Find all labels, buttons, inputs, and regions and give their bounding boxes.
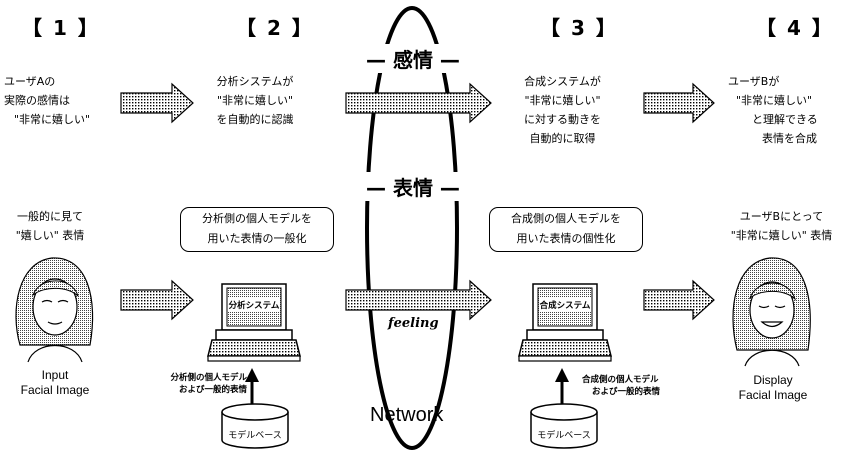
model-base-right-label: モデルベース <box>537 431 591 441</box>
input-caption: Input Facial Image <box>20 368 90 397</box>
analysis-model-box: 分析側の個人モデルを 用いた表情の一般化 <box>180 207 334 252</box>
arrow-bottom-1 <box>120 279 194 321</box>
arrow-bottom-3 <box>643 279 715 321</box>
arrow-top-2 <box>345 82 492 124</box>
analysis-screen-label: 分析システム <box>228 301 280 311</box>
model-base-left-label: モデルベース <box>228 431 282 441</box>
arrow-bottom-2 <box>345 279 492 321</box>
col4-top-text: ユーザBが "非常に嬉しい" と理解できる 表情を合成 <box>728 75 818 145</box>
synthesis-db-side-text: 合成側の個人モデル および一般的表情 <box>582 375 661 397</box>
network-ellipse <box>365 6 459 450</box>
step-1-label: 【 1 】 <box>22 16 100 40</box>
db-arrow-left <box>245 368 259 404</box>
synthesis-model-box: 合成側の個人モデルを 用いた表情の個性化 <box>489 207 643 252</box>
display-caption: Display Facial Image <box>738 373 808 402</box>
model-base-db-right-icon <box>530 403 598 449</box>
analysis-computer-icon <box>207 283 301 362</box>
model-base-db-left-icon <box>221 403 289 449</box>
col4-mid-text: ユーザBにとって "非常に嬉しい" 表情 <box>730 210 833 242</box>
col1-top-text: ユーザAの 実際の感情は "非常に嬉しい" <box>4 75 91 126</box>
col1-mid-text: 一般的に見て "嬉しい" 表情 <box>15 210 85 242</box>
synthesis-computer-icon <box>518 283 612 362</box>
col2-top-text: 分析システムが "非常に嬉しい" を自動的に認識 <box>216 75 294 126</box>
arrow-top-1 <box>120 82 194 124</box>
arrow-top-3 <box>643 82 715 124</box>
emotion-label: — 感情 — <box>362 44 464 73</box>
step-2-label: 【 2 】 <box>236 16 314 40</box>
analysis-db-side-text: 分析側の個人モデル および一般的表情 <box>170 373 247 395</box>
display-face-icon <box>732 257 811 367</box>
db-arrow-right <box>555 368 569 404</box>
network-label: Network <box>370 404 444 426</box>
step-3-label: 【 3 】 <box>540 16 618 40</box>
feeling-label: feeling <box>388 316 439 331</box>
expression-label: — 表情 — <box>362 172 464 201</box>
col3-top-text: 合成システムが "非常に嬉しい" に対する動きを 自動的に取得 <box>524 75 601 145</box>
synthesis-screen-label: 合成システム <box>539 301 591 311</box>
input-face-icon <box>15 257 94 363</box>
step-4-label: 【 4 】 <box>756 16 834 40</box>
